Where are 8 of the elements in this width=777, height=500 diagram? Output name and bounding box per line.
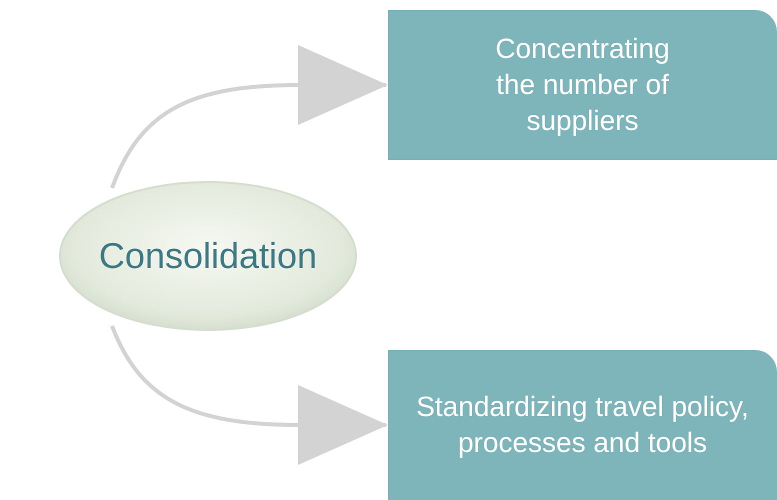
box-label: Concentrating the number of suppliers — [494, 32, 671, 138]
curved-arrow — [110, 45, 388, 189]
ellipse-node — [58, 180, 358, 332]
box-label: Standardizing travel policy, processes and tools — [415, 390, 750, 460]
node-label: Consolidation — [98, 234, 318, 278]
curved-arrow — [110, 325, 388, 465]
process-box — [388, 10, 777, 160]
process-box — [388, 350, 777, 500]
